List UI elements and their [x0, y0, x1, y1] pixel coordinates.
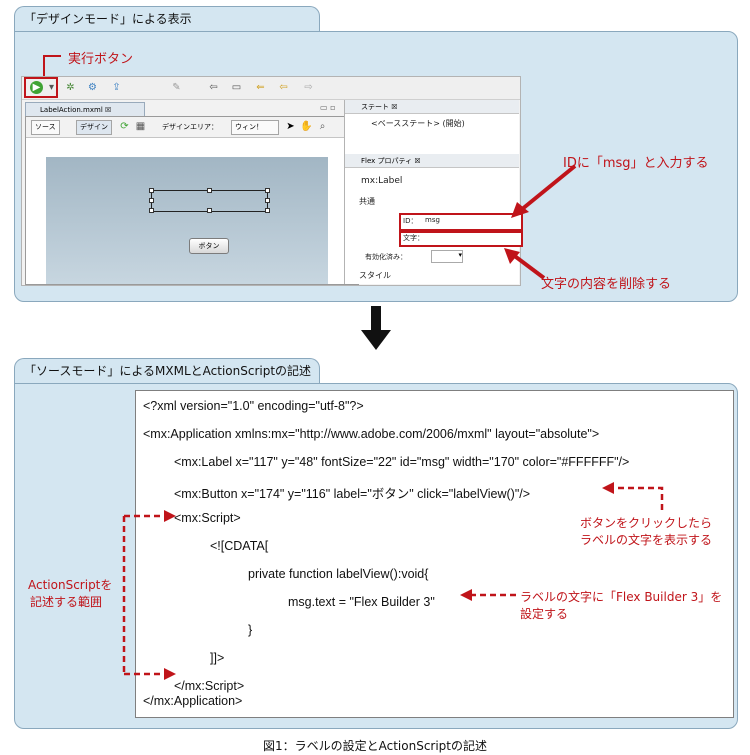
dropdown-arrow-icon[interactable]: ▾	[48, 82, 55, 93]
code-line-application-close: </mx:Application>	[143, 694, 243, 708]
handle[interactable]	[265, 188, 270, 193]
pointer-icon[interactable]: ➤	[286, 121, 295, 132]
code-line-brace-close: }	[248, 623, 253, 637]
text-field-highlight	[399, 231, 523, 247]
figure-caption: 図1：ラベルの設定とActionScriptの記述	[262, 739, 488, 753]
handle[interactable]	[207, 188, 212, 193]
handle[interactable]	[265, 198, 270, 203]
code-line-msg-text: msg.text = "Flex Builder 3"	[288, 595, 435, 609]
design-canvas: ボタン	[46, 157, 328, 284]
editor-tab[interactable]: LabelAction.mxml ☒	[25, 102, 145, 116]
run-button-label: 実行ボタン	[68, 52, 134, 67]
text-field-label[interactable]: 文字：	[403, 234, 424, 242]
actionscript-annotation-line1: ActionScriptを	[28, 578, 113, 592]
actionscript-range-bracket	[122, 510, 176, 680]
actionscript-annotation-line2: 記述する範囲	[30, 595, 103, 609]
design-editor: ソース デザイン ⟳ ▦ デザインエリア： ウィン！ ➤ ✋ ⌕ ボタン	[25, 116, 359, 285]
run-button-highlight[interactable]	[24, 77, 58, 98]
id-field-highlight	[399, 213, 523, 231]
nav-back-icon[interactable]: ⇦	[209, 82, 218, 93]
handle[interactable]	[149, 188, 154, 193]
code-line-cdata-close: ]]>	[210, 651, 225, 665]
editor-minmax-icon[interactable]: ▭ ▫	[320, 103, 336, 112]
hand-icon[interactable]: ✋	[300, 121, 313, 132]
panel2-title: 「ソースモード」によるMXMLとActionScriptの記述	[24, 364, 312, 378]
button-annotation-line2: ラベルの文字を表示する	[580, 533, 713, 547]
refresh-icon[interactable]: ⟳	[120, 121, 129, 132]
run-icon[interactable]: ▶	[30, 81, 43, 94]
section-style[interactable]: スタイル	[359, 271, 391, 280]
code-line-function: private function labelView():void{	[248, 567, 429, 581]
profile-icon[interactable]: ⚙	[88, 82, 97, 93]
export-icon[interactable]: ⇪	[112, 82, 121, 93]
panel1-title: 「デザインモード」による表示	[24, 12, 192, 26]
handle[interactable]	[265, 208, 270, 213]
editor-mode-bar: ソース デザイン ⟳ ▦ デザインエリア： ウィン！ ➤ ✋ ⌕	[26, 117, 358, 138]
msg-text-arrow	[460, 589, 516, 601]
source-mode-button[interactable]: ソース	[31, 120, 60, 135]
forward-icon[interactable]: ⇨	[304, 82, 313, 93]
edit-icon[interactable]: ✎	[172, 82, 181, 93]
component-name: mx:Label	[361, 176, 403, 186]
design-mode-button[interactable]: デザイン	[76, 120, 112, 135]
ide-window: ▶ ▾ ✲ ⚙ ⇪ ✎ ⇦ ▭ ⇐ ⇦ ⇨ LabelAction.mxml ☒…	[21, 76, 523, 286]
enabled-field-label: 有効化済み：	[365, 253, 407, 261]
label-annotation-line2: 設定する	[520, 607, 569, 621]
label-annotation-line1: ラベルの文字に「Flex Builder 3」を	[520, 590, 723, 604]
code-line-script-open: <mx:Script>	[174, 511, 241, 525]
down-arrow-icon	[361, 306, 391, 350]
handle[interactable]	[149, 208, 154, 213]
zoom-icon[interactable]: ⌕	[319, 121, 326, 132]
section-common[interactable]: 共通	[359, 197, 375, 206]
handle[interactable]	[207, 208, 212, 213]
flex-properties-tab[interactable]: Flex プロパティ ☒	[345, 154, 519, 168]
states-tab[interactable]: ステート ☒	[345, 100, 519, 114]
id-field-label: ID：	[403, 217, 418, 225]
text-annotation: 文字の内容を削除する	[541, 277, 672, 292]
ide-toolbar: ▶ ▾ ✲ ⚙ ⇪ ✎ ⇦ ▭ ⇐ ⇦ ⇨	[22, 77, 520, 100]
run-button-callout-line	[43, 55, 45, 77]
button-line-arrow	[602, 482, 664, 510]
side-panels: ステート ☒ <ベースステート> (開始) Flex プロパティ ☒ mx:La…	[344, 100, 523, 284]
canvas-button[interactable]: ボタン	[189, 238, 229, 254]
back-icon[interactable]: ⇦	[279, 82, 288, 93]
code-line-script-close: </mx:Script>	[174, 679, 245, 693]
code-box: <?xml version="1.0" encoding="utf-8"?> <…	[135, 390, 734, 718]
code-line-xml: <?xml version="1.0" encoding="utf-8"?>	[143, 399, 364, 413]
nav-annotation-icon[interactable]: ▭	[231, 82, 242, 93]
prev-edit-icon[interactable]: ⇐	[256, 82, 265, 93]
grid-icon[interactable]: ▦	[135, 121, 146, 132]
id-annotation-arrow	[511, 164, 577, 218]
code-line-application: <mx:Application xmlns:mx="http://www.ado…	[143, 427, 600, 441]
run-button-callout-line-h	[43, 55, 61, 57]
code-line-button: <mx:Button x="174" y="116" label="ボタン" c…	[174, 487, 531, 501]
code-line-label: <mx:Label x="117" y="48" fontSize="22" i…	[174, 455, 630, 469]
id-field-value[interactable]: msg	[425, 216, 440, 224]
button-annotation-line1: ボタンをクリックしたら	[580, 516, 713, 530]
code-line-cdata-open: <![CDATA[	[210, 539, 269, 553]
design-area-label: デザインエリア：	[162, 123, 218, 131]
base-state-item[interactable]: <ベースステート> (開始)	[371, 119, 465, 128]
handle[interactable]	[149, 198, 154, 203]
design-area-select[interactable]: ウィン！	[231, 120, 279, 135]
text-annotation-arrow	[504, 248, 546, 280]
panel2-tab	[14, 358, 320, 385]
enabled-select[interactable]: ▾	[431, 250, 463, 263]
debug-icon[interactable]: ✲	[66, 82, 75, 93]
panel1-tab	[14, 6, 320, 33]
id-annotation: IDに「msg」と入力する	[563, 156, 709, 171]
